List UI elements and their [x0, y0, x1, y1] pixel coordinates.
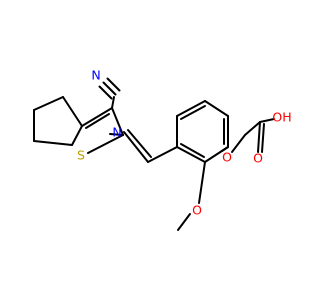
- structure-diagram: N N S O O O OH: [33, 68, 292, 231]
- methoxy-oxygen-label: O: [192, 203, 202, 218]
- imine-nitrogen-label: N: [112, 125, 121, 140]
- aryl-bond: [180, 143, 205, 158]
- nitrile-bond: [98, 85, 113, 100]
- nitrile-bond: [106, 77, 121, 92]
- aryl-bond: [204, 100, 229, 117]
- ether-oxygen-label: O: [222, 150, 232, 165]
- aryl-to-methoxy-bond: [198, 161, 206, 204]
- thiophene-sulfur-label: S: [77, 148, 85, 163]
- ring-bond: [111, 107, 124, 136]
- aryl-bond: [180, 105, 206, 120]
- carbonyl-double-bond: [261, 123, 265, 153]
- aryl-bond: [176, 100, 206, 117]
- hydroxyl-oxygen-label: OH: [272, 110, 291, 125]
- vinyl-to-aryl-bond: [147, 146, 178, 163]
- cyano-nitrogen-label: N: [91, 68, 100, 83]
- ch2-to-carboxyl-bond: [244, 121, 261, 136]
- cyano-to-ring-bond: [111, 96, 115, 109]
- carbonyl-double-bond: [257, 121, 261, 153]
- carbonyl-oxygen-label: O: [253, 151, 263, 166]
- carboxyl-to-oh-bond: [259, 118, 275, 123]
- ether-to-ch2-bond: [231, 134, 246, 153]
- ring-to-imine-bond: [109, 133, 124, 136]
- ring-bond: [81, 107, 113, 127]
- aryl-to-ether-bond: [221, 146, 229, 152]
- nitrile-bond: [102, 81, 117, 96]
- ring-bond: [33, 96, 64, 111]
- methoxy-methyl-bond: [177, 213, 191, 231]
- bond-layer: [33, 77, 275, 231]
- ring-bond: [85, 113, 110, 129]
- atom-label-layer: N N S O O O OH: [77, 68, 292, 218]
- ring-bond: [87, 134, 124, 154]
- ring-bond: [62, 96, 83, 127]
- ring-bond: [33, 140, 73, 146]
- imine-double-bond: [123, 131, 149, 163]
- imine-double-bond: [127, 129, 152, 158]
- aryl-bond: [176, 146, 206, 163]
- ring-bond: [71, 125, 83, 146]
